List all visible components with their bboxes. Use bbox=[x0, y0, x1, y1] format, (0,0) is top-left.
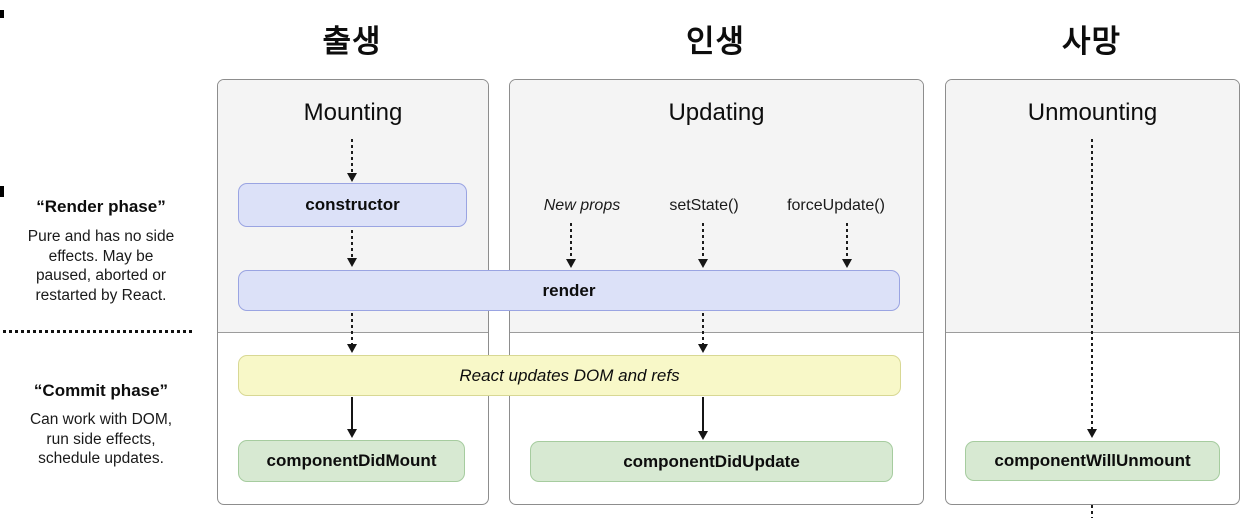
panel-unmounting-title: Unmounting bbox=[1027, 99, 1158, 126]
arrow-domupdate-to-didupdate bbox=[698, 397, 708, 440]
phase-divider-dotted-line bbox=[3, 330, 193, 333]
render-phase-line: effects. May be bbox=[48, 247, 154, 265]
edge-artifact bbox=[0, 186, 4, 197]
korean-title-birth: 출생 bbox=[322, 24, 382, 59]
commit-phase-line: run side effects, bbox=[46, 430, 156, 448]
arrow-mounting-to-constructor bbox=[347, 139, 357, 182]
panel-mounting-title: Mounting bbox=[303, 99, 403, 126]
panel-updating-title: Updating bbox=[668, 99, 765, 126]
commit-phase-title: “Commit phase” bbox=[33, 381, 169, 400]
box-react-updates-dom: React updates DOM and refs bbox=[238, 355, 901, 396]
trigger-force-update: forceUpdate() bbox=[787, 197, 885, 214]
render-phase-line: restarted by React. bbox=[35, 286, 167, 304]
arrow-unmounting-tail bbox=[1091, 505, 1093, 518]
arrow-setstate-to-render bbox=[698, 223, 708, 268]
arrow-constructor-to-render bbox=[347, 230, 357, 267]
arrow-render-to-domupdate-updating bbox=[698, 313, 708, 353]
render-phase-title: “Render phase” bbox=[36, 197, 166, 216]
arrow-newprops-to-render bbox=[566, 223, 576, 268]
edge-artifact bbox=[0, 10, 4, 18]
box-component-did-update: componentDidUpdate bbox=[530, 441, 893, 482]
arrow-domupdate-to-didmount bbox=[347, 397, 357, 438]
commit-phase-label: “Commit phase” Can work with DOM, run si… bbox=[2, 381, 200, 469]
render-phase-label: “Render phase” Pure and has no side effe… bbox=[2, 197, 200, 305]
render-phase-line: paused, aborted or bbox=[35, 267, 167, 284]
box-component-did-mount: componentDidMount bbox=[238, 440, 465, 482]
korean-title-death: 사망 bbox=[1061, 24, 1122, 59]
box-constructor: constructor bbox=[238, 183, 467, 227]
korean-title-life: 인생 bbox=[685, 24, 746, 59]
trigger-new-props: New props bbox=[543, 197, 621, 214]
commit-phase-line: Can work with DOM, bbox=[29, 411, 173, 428]
render-phase-line: Pure and has no side bbox=[27, 228, 175, 245]
box-component-will-unmount: componentWillUnmount bbox=[965, 441, 1220, 481]
arrow-forceupdate-to-render bbox=[842, 223, 852, 268]
trigger-set-state: setState() bbox=[669, 197, 739, 214]
arrow-unmounting-to-willunmount bbox=[1087, 139, 1097, 438]
box-render: render bbox=[238, 270, 900, 311]
commit-phase-line: schedule updates. bbox=[38, 450, 164, 467]
arrow-render-to-domupdate-mounting bbox=[347, 313, 357, 353]
